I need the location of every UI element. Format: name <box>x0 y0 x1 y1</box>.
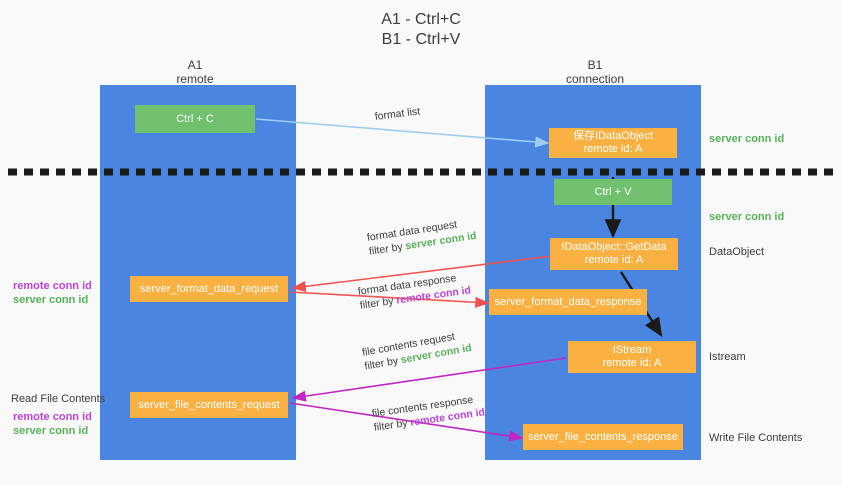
node-file-resp-label: server_file_contents_response <box>528 430 678 443</box>
edge-label-format-data-request: format data request filter by server con… <box>366 215 477 259</box>
node-file-req-label: server_file_contents_request <box>138 398 280 411</box>
note-dataobject: DataObject <box>709 246 765 258</box>
note-format-remote-conn-id: remote conn id <box>13 280 92 292</box>
diagram-title: A1 - Ctrl+C B1 - Ctrl+V <box>0 10 842 50</box>
lane-b1-subtitle: connection <box>565 72 625 86</box>
node-getdata-line2: remote id: A <box>584 254 644 266</box>
note-write-file-contents: Write File Contents <box>709 432 803 444</box>
node-save-idataobject[interactable]: 保存IDataObject remote id: A <box>549 128 677 158</box>
lane-a1-title: A1 <box>187 58 203 72</box>
edge-label-format-list-text: format list <box>374 105 421 123</box>
lane-a1-subtitle: remote <box>176 72 214 86</box>
edge-label-file-contents-request: file contents request filter by server c… <box>361 327 473 373</box>
lane-header-a1: A1 remote <box>120 58 270 86</box>
node-save-idataobject-line1: 保存IDataObject <box>572 130 654 142</box>
edge-label-format-list: format list <box>374 104 421 123</box>
node-fmt-resp-label: server_format_data_response <box>494 295 642 308</box>
node-istream[interactable]: IStream remote id: A <box>568 341 696 373</box>
node-fmt-req-label: server_format_data_request <box>139 282 279 295</box>
note-read-file-contents: Read File Contents <box>11 393 106 405</box>
edge-label-file-contents-response: file contents response filter by remote … <box>371 391 486 434</box>
node-server-file-contents-response[interactable]: server_file_contents_response <box>523 424 683 450</box>
note-file-remote-conn-id: remote conn id <box>13 411 92 423</box>
node-getdata-line1: IDataObject::GetData <box>561 241 667 253</box>
node-ctrl-v[interactable]: Ctrl + V <box>554 179 672 205</box>
node-idataobject-getdata[interactable]: IDataObject::GetData remote id: A <box>550 238 678 270</box>
node-istream-line2: remote id: A <box>602 357 662 369</box>
edge-fmt-req-filter-prefix: filter by <box>368 240 407 258</box>
node-save-idataobject-line2: remote id: A <box>583 143 643 155</box>
node-istream-line1: IStream <box>612 344 652 356</box>
edge-label-format-data-response: format data response filter by remote co… <box>357 269 472 312</box>
note-istream: Istream <box>709 351 746 363</box>
lane-b1-title: B1 <box>587 58 603 72</box>
node-server-format-data-response[interactable]: server_format_data_response <box>489 289 647 315</box>
title-line-1: A1 - Ctrl+C <box>381 11 461 28</box>
node-ctrl-c[interactable]: Ctrl + C <box>135 105 255 133</box>
note-format-server-conn-id: server conn id <box>13 294 89 306</box>
edge-file-resp-filter-prefix: filter by <box>373 416 412 434</box>
note-server-conn-id-second: server conn id <box>709 211 785 223</box>
note-server-conn-id-top: server conn id <box>709 133 785 145</box>
node-ctrl-v-label: Ctrl + V <box>594 185 632 198</box>
note-file-server-conn-id: server conn id <box>13 425 89 437</box>
title-line-2: B1 - Ctrl+V <box>381 31 461 48</box>
node-server-format-data-request[interactable]: server_format_data_request <box>130 276 288 302</box>
lane-header-b1: B1 connection <box>520 58 670 86</box>
node-server-file-contents-request[interactable]: server_file_contents_request <box>130 392 288 418</box>
edge-fmt-resp-filter-prefix: filter by <box>359 294 398 312</box>
node-ctrl-c-label: Ctrl + C <box>176 112 214 125</box>
